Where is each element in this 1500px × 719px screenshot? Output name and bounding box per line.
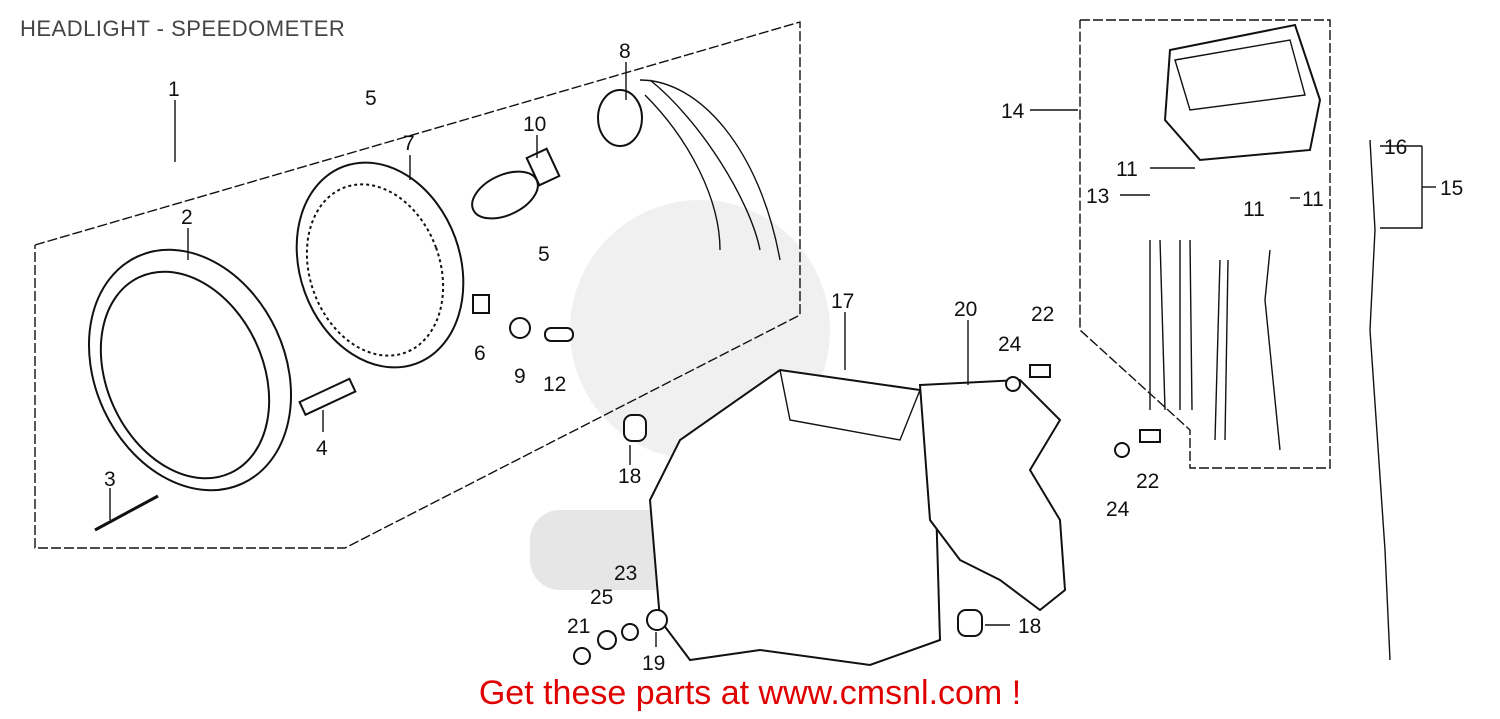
part-18b (957, 609, 983, 637)
callout-17: 17 (831, 290, 854, 313)
callout-7: 7 (403, 132, 415, 155)
speedometer-wires (1149, 239, 1281, 451)
callout-11a: 11 (1116, 158, 1138, 181)
callout-5a: 5 (365, 87, 377, 110)
callout-11c: 11 (1302, 188, 1324, 211)
callout-15: 15 (1440, 177, 1463, 200)
part-24b (1114, 442, 1130, 458)
part-25 (597, 630, 617, 650)
headlight-bracket (918, 378, 1067, 612)
callout-6: 6 (474, 342, 486, 365)
adjusting-spring (298, 377, 357, 417)
callout-3: 3 (104, 468, 116, 491)
callout-22b: 22 (1136, 470, 1159, 493)
screw-3 (94, 494, 159, 532)
callout-12: 12 (543, 373, 566, 396)
callout-20: 20 (954, 298, 977, 321)
speedometer-cable (1369, 139, 1391, 661)
callout-labels: 1 2 3 4 5 5 6 7 8 9 10 11 11 11 12 13 14… (104, 40, 1463, 675)
headlight-bulb (471, 147, 561, 220)
speedometer-group-outline (1079, 19, 1331, 469)
part-21 (573, 647, 591, 665)
diagram-title: HEADLIGHT - SPEEDOMETER (20, 16, 346, 41)
callout-10: 10 (523, 113, 546, 136)
part-24a (1005, 376, 1021, 392)
headlight-unit (295, 161, 465, 369)
part-12 (544, 327, 574, 342)
footer-promo-link[interactable]: Get these parts at www.cmsnl.com ! (478, 674, 1022, 712)
callout-14: 14 (1001, 100, 1025, 123)
part-6 (472, 294, 490, 314)
callout-1: 1 (168, 78, 180, 101)
part-18a (623, 414, 647, 442)
callout-4: 4 (316, 437, 328, 460)
callout-5b: 5 (538, 243, 550, 266)
callout-16: 16 (1384, 136, 1407, 159)
headlight-group-outline (34, 21, 801, 549)
part-22a (1029, 364, 1051, 378)
part-22b (1139, 429, 1161, 443)
callout-18b: 18 (1018, 615, 1041, 638)
callout-25: 25 (590, 586, 613, 609)
callout-19: 19 (642, 652, 665, 675)
callout-21: 21 (567, 615, 590, 638)
callout-23: 23 (614, 562, 637, 585)
headlight-rim (87, 248, 293, 492)
part-19 (646, 609, 668, 631)
leader-lines (109, 62, 1436, 647)
bulb-socket (597, 79, 781, 261)
callout-24b: 24 (1106, 498, 1130, 521)
callout-13: 13 (1086, 185, 1109, 208)
callout-8: 8 (619, 40, 631, 63)
callout-22a: 22 (1031, 303, 1054, 326)
callout-24a: 24 (998, 333, 1022, 356)
callout-18a: 18 (618, 465, 641, 488)
speedometer (1163, 23, 1322, 162)
part-23 (621, 623, 639, 641)
callout-2: 2 (181, 206, 193, 229)
callout-11b: 11 (1243, 198, 1265, 221)
part-9 (509, 317, 531, 339)
callout-9: 9 (514, 365, 526, 388)
